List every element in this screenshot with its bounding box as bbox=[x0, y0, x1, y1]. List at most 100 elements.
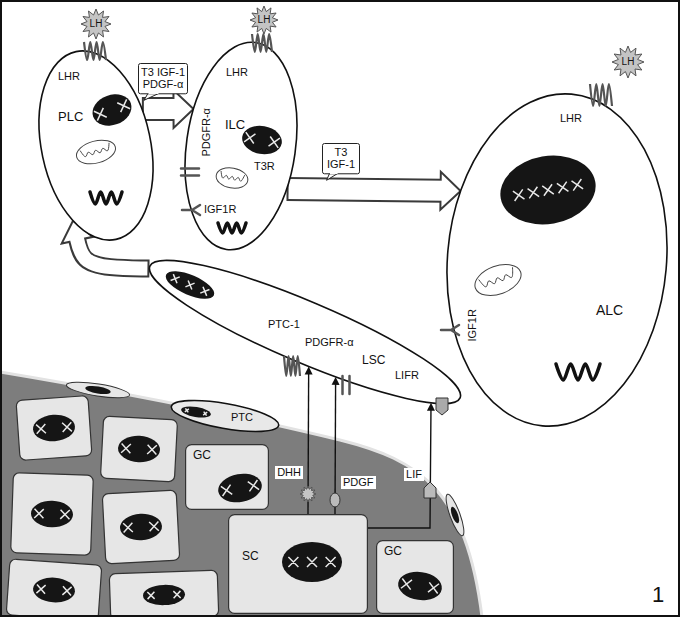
cell-outline bbox=[443, 493, 467, 538]
chromatin bbox=[94, 99, 130, 120]
endoplasmic-reticulum bbox=[218, 223, 246, 233]
chromatin bbox=[221, 480, 259, 496]
nucleus-body bbox=[32, 413, 76, 442]
nucleus-body bbox=[119, 513, 162, 542]
progenitor-leydig-cell: PLC bbox=[40, 48, 152, 243]
cell-outline bbox=[229, 515, 368, 614]
cell-membrane bbox=[433, 85, 680, 436]
serpentine-receptor bbox=[284, 356, 300, 376]
mitochondrion bbox=[74, 136, 118, 168]
chromatin bbox=[513, 179, 583, 201]
hormone-star bbox=[81, 9, 111, 39]
peritubular-cell-shape bbox=[65, 379, 130, 401]
factor-text: T3 IGF-1 bbox=[325, 146, 357, 171]
cell-nucleus bbox=[88, 89, 136, 131]
cell-nucleus bbox=[119, 513, 162, 542]
nucleus-body bbox=[162, 266, 218, 305]
nucleus-body bbox=[32, 576, 76, 604]
cell-name: ILC bbox=[225, 118, 337, 133]
receptor-label: PDGFR-α bbox=[305, 336, 354, 349]
cell-name: GC bbox=[193, 449, 277, 463]
arrow-line bbox=[368, 410, 431, 528]
endoplasmic-reticulum bbox=[556, 364, 600, 380]
cristae bbox=[479, 267, 516, 288]
adult-leydig-cell: ALC bbox=[446, 92, 668, 428]
cell-nucleus bbox=[180, 404, 211, 419]
ligand-symbol bbox=[424, 482, 436, 498]
hormone-label: LH bbox=[258, 14, 271, 26]
nucleus-body bbox=[88, 89, 136, 131]
receptor-label: LHR bbox=[560, 112, 582, 125]
cell-outline bbox=[109, 570, 219, 617]
cell-outline bbox=[100, 416, 177, 482]
dimer-receptor bbox=[343, 376, 350, 394]
signal-arrow bbox=[368, 403, 435, 528]
chromatin bbox=[121, 443, 157, 454]
hormone-label: LH bbox=[90, 18, 103, 30]
nucleus-body bbox=[282, 542, 342, 582]
chromatin bbox=[36, 422, 72, 434]
cell-outline bbox=[65, 379, 130, 401]
chromatin bbox=[36, 584, 71, 595]
cristae bbox=[220, 171, 245, 182]
callout-box bbox=[323, 143, 360, 173]
nucleus-body bbox=[85, 384, 111, 395]
cell-name: PLC bbox=[58, 110, 170, 125]
hormone-star bbox=[612, 46, 644, 78]
receptor-label: LHR bbox=[58, 70, 80, 83]
dimer-receptor bbox=[181, 169, 199, 176]
cell-name: PTC bbox=[231, 411, 343, 424]
chromatin bbox=[401, 579, 439, 594]
germ-cell-box bbox=[11, 473, 94, 556]
cell-outline bbox=[11, 473, 94, 556]
cell-nucleus bbox=[32, 576, 76, 604]
fork-receptor bbox=[182, 205, 200, 215]
factor-text: T3 IGF-1 PDGF-α bbox=[141, 66, 185, 91]
ligand-label: DHH bbox=[275, 466, 303, 479]
germ-cell: GC bbox=[376, 540, 454, 614]
cell-membrane bbox=[172, 35, 309, 257]
nucleus-body bbox=[216, 470, 264, 505]
peritubular-cell: PTC bbox=[169, 402, 281, 430]
arrow-head bbox=[427, 403, 435, 411]
callout-joint bbox=[330, 172, 338, 173]
mitochondrion-outline bbox=[74, 136, 118, 168]
serpentine-receptor bbox=[84, 42, 106, 60]
peritubular-cell-shape bbox=[443, 493, 467, 538]
mitochondrion-outline bbox=[471, 259, 526, 302]
germ-cell-box bbox=[16, 396, 92, 461]
nucleus-body bbox=[31, 500, 74, 528]
cell-nucleus bbox=[143, 584, 186, 606]
cell-organelles bbox=[441, 84, 612, 380]
chromatin bbox=[123, 521, 159, 532]
nucleus-body bbox=[180, 404, 211, 419]
cell-organelles bbox=[216, 470, 264, 505]
receptor-label: T3R bbox=[254, 160, 275, 173]
factor-callout: T3 IGF-1 PDGF-α bbox=[138, 63, 188, 94]
callout-joint bbox=[149, 92, 159, 93]
chromatin bbox=[185, 408, 207, 415]
callout-tail bbox=[144, 93, 159, 100]
nucleus-body bbox=[396, 569, 443, 603]
receptor-label: PTC-1 bbox=[268, 318, 300, 331]
cell-nucleus bbox=[32, 413, 76, 442]
hormone-label: LH bbox=[622, 56, 635, 68]
cell-organelles bbox=[181, 34, 284, 233]
cell-name: LSC bbox=[362, 354, 680, 368]
ligand-label: PDGF bbox=[341, 476, 376, 489]
nucleus-body bbox=[117, 435, 160, 464]
nucleus-body bbox=[143, 584, 186, 606]
node-shape bbox=[169, 402, 281, 430]
node-shape bbox=[446, 92, 668, 428]
cell-name: SC bbox=[242, 550, 382, 564]
arrow-shaft-fill bbox=[144, 99, 179, 119]
cell-organelles bbox=[162, 266, 448, 415]
node-shape bbox=[40, 48, 152, 243]
germ-cell-box bbox=[6, 559, 102, 617]
hormone-star bbox=[250, 6, 278, 34]
ligand-symbol bbox=[330, 493, 340, 507]
receptor-label: IGF1R bbox=[204, 203, 236, 216]
cell-outline bbox=[6, 559, 102, 617]
development-arrow bbox=[287, 172, 461, 210]
